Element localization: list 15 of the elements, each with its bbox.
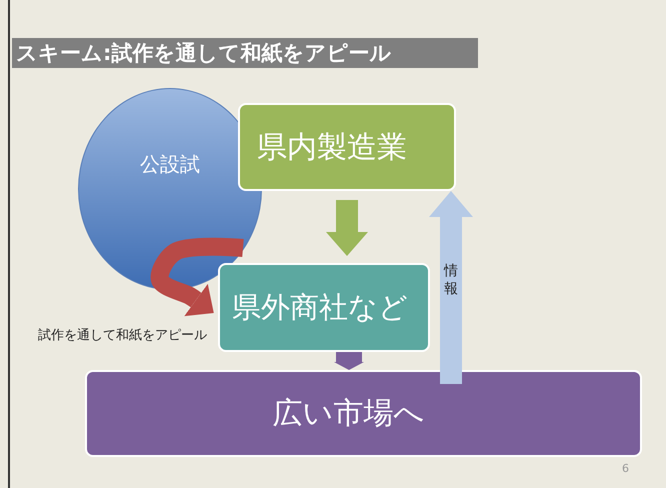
page-number: 6 (622, 462, 629, 475)
node-text: 県内製造業 (257, 128, 407, 166)
process-box (238, 103, 456, 191)
block-arrow (429, 191, 473, 384)
process-box (218, 263, 430, 352)
node-text: 広い市場へ (272, 395, 424, 433)
edge-label: 試作を通して和紙をアピール (38, 327, 207, 344)
process-box (85, 370, 642, 457)
block-arrow (334, 352, 364, 370)
block-arrow (326, 200, 368, 256)
node-text: 公設試 (140, 150, 200, 178)
block-arrow (150, 238, 244, 316)
edge-label: 情報 (444, 262, 458, 298)
node-text: 県外商社など (232, 288, 408, 326)
title-bar: スキーム:試作を通して和紙をアピール (12, 38, 478, 68)
